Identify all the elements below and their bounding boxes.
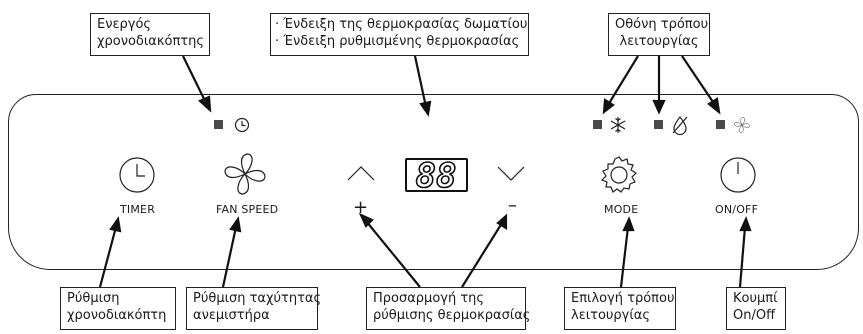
callout-line: Ρύθμιση ταχύτητας: [193, 291, 322, 306]
arrow-fan-speed-set: [221, 226, 238, 288]
clock-icon: [234, 117, 250, 133]
callout-line: λειτουργίας: [619, 34, 699, 49]
plus-button-label[interactable]: +: [353, 197, 369, 218]
arrow-mode-screen-fan: [681, 55, 716, 106]
arrow-mode-select: [619, 226, 630, 288]
power-icon[interactable]: [720, 157, 756, 193]
temperature-down-chevron-icon[interactable]: [497, 166, 525, 181]
callout-mode-select: Επιλογή τρόπου λειτουργίας: [564, 287, 676, 330]
callout-line: Κουμπί: [733, 291, 778, 306]
timer-indicator-led: [214, 120, 223, 129]
callout-line: ρύθμισης θερμοκρασίας: [373, 308, 531, 323]
callout-line: On/Off: [733, 308, 776, 323]
timer-button-label[interactable]: TIMER: [120, 203, 156, 216]
callout-line: Προσαρμογή της: [373, 291, 485, 306]
arrow-timer-set: [98, 226, 118, 288]
callout-timer-active: Ενεργός χρονοδιακόπτης: [90, 13, 210, 56]
callout-power-button: Κουμπί On/Off: [726, 287, 786, 330]
callout-mode-screen: Οθόνη τρόπου λειτουργίας: [608, 13, 710, 56]
display-digits-text: 88: [416, 156, 457, 196]
snowflake-icon: [610, 117, 626, 133]
callout-temp-display: · Ένδειξη της θερμοκρασίας δωματίου · Έν…: [270, 13, 529, 56]
arrow-mode-screen-cool: [607, 55, 639, 106]
temperature-up-chevron-icon[interactable]: [347, 166, 375, 181]
cool-mode-led: [593, 120, 602, 129]
callout-temp-adjust: Προσαρμογή της ρύθμισης θερμοκρασίας: [366, 287, 531, 330]
arrow-power-button: [738, 226, 747, 288]
fan-speed-button-icon[interactable]: [224, 153, 266, 195]
mode-button-label[interactable]: MODE: [604, 203, 639, 216]
callout-line: λειτουργίας: [571, 308, 650, 323]
callout-line: Ενεργός: [97, 17, 152, 32]
callout-line: χρονοδιακόπτη: [67, 308, 167, 323]
callout-fan-speed-set: Ρύθμιση ταχύτητας ανεμιστήρα: [186, 287, 322, 330]
callout-line: χρονοδιακόπτης: [97, 34, 204, 49]
dry-mode-led: [654, 120, 663, 129]
callout-timer-set: Ρύθμιση χρονοδιακόπτη: [60, 287, 176, 330]
arrow-timer-active: [182, 55, 207, 104]
callout-line: ανεμιστήρα: [193, 308, 270, 323]
minus-button-label[interactable]: –: [508, 195, 518, 216]
arrow-temp-adjust-plus: [365, 220, 421, 288]
arrow-temp-display: [413, 55, 428, 108]
callout-line: Ρύθμιση: [67, 291, 120, 306]
gear-icon[interactable]: [600, 156, 637, 193]
arrow-temp-adjust-minus: [461, 222, 503, 288]
callout-line: · Ένδειξη ρυθμισμένης θερμοκρασίας: [275, 34, 520, 49]
temperature-display: [405, 158, 468, 192]
droplet-crossed-icon: [672, 116, 688, 136]
timer-button-clock-icon[interactable]: [119, 157, 155, 193]
callout-line: Οθόνη τρόπου: [615, 17, 709, 32]
fan-mode-led: [716, 120, 725, 129]
fan-speed-button-label[interactable]: FAN SPEED: [216, 203, 279, 216]
fan-icon: [734, 117, 750, 133]
on-off-button-label[interactable]: ON/OFF: [715, 203, 759, 216]
callout-line: Επιλογή τρόπου: [571, 291, 675, 306]
callout-line: · Ένδειξη της θερμοκρασίας δωματίου: [275, 17, 528, 32]
